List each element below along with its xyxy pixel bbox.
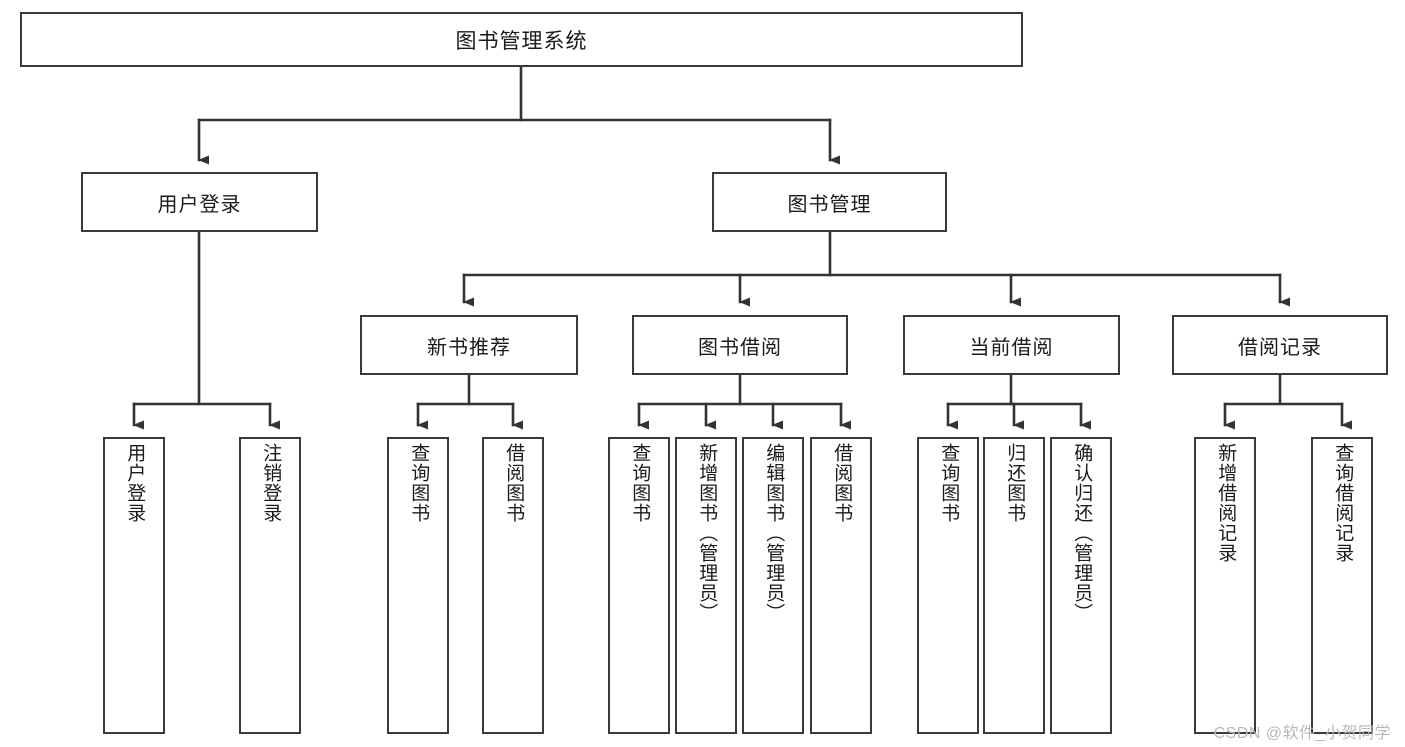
node-label: 新书推荐 (427, 336, 511, 359)
node-label: 图书管理系统 (455, 29, 588, 53)
node-label: 注销登录 (260, 443, 282, 523)
node-leaf-query-book-recommend[interactable]: 查询图书 (387, 437, 449, 734)
node-leaf-logout-login[interactable]: 注销登录 (239, 437, 301, 734)
node-label: 当前借阅 (969, 336, 1054, 359)
node-leaf-edit-book[interactable]: 编辑图书（管理员） (742, 437, 804, 734)
node-label: 图书管理 (787, 193, 872, 216)
node-label: 确认归还（管理员） (1071, 443, 1093, 623)
node-label: 借阅图书 (503, 443, 525, 523)
node-leaf-user-login[interactable]: 用户登录 (103, 437, 165, 734)
watermark-text: CSDN @软件_小贺同学 (1213, 725, 1391, 742)
node-label: 查询图书 (938, 443, 960, 523)
node-book-borrow[interactable]: 图书借阅 (632, 315, 848, 375)
node-label: 查询图书 (408, 443, 430, 523)
node-label: 用户登录 (157, 193, 242, 216)
node-leaf-return-book[interactable]: 归还图书 (983, 437, 1045, 734)
node-label: 查询图书 (629, 443, 651, 523)
node-label: 新增借阅记录 (1215, 443, 1237, 563)
node-borrow-record[interactable]: 借阅记录 (1172, 315, 1388, 375)
node-label: 新增图书（管理员） (696, 443, 718, 623)
node-label: 借阅图书 (831, 443, 853, 523)
node-book-management[interactable]: 图书管理 (712, 172, 947, 232)
node-current-borrow[interactable]: 当前借阅 (903, 315, 1120, 375)
node-leaf-query-book-current[interactable]: 查询图书 (917, 437, 979, 734)
node-label: 编辑图书（管理员） (763, 443, 785, 623)
node-leaf-borrow-book-recommend[interactable]: 借阅图书 (482, 437, 544, 734)
node-label: 归还图书 (1004, 443, 1026, 523)
node-label: 用户登录 (124, 443, 146, 523)
node-label: 图书借阅 (698, 336, 782, 359)
node-leaf-add-borrow-record[interactable]: 新增借阅记录 (1194, 437, 1256, 734)
node-label: 查询借阅记录 (1332, 443, 1354, 563)
node-leaf-query-book-borrow[interactable]: 查询图书 (608, 437, 670, 734)
node-leaf-add-book[interactable]: 新增图书（管理员） (675, 437, 737, 734)
node-leaf-borrow-book[interactable]: 借阅图书 (810, 437, 872, 734)
node-leaf-confirm-return[interactable]: 确认归还（管理员） (1050, 437, 1112, 734)
node-root-book-management-system[interactable]: 图书管理系统 (20, 12, 1023, 67)
node-user-login[interactable]: 用户登录 (81, 172, 318, 232)
node-new-book-recommend[interactable]: 新书推荐 (360, 315, 578, 375)
node-label: 借阅记录 (1238, 336, 1322, 359)
node-leaf-query-borrow-record[interactable]: 查询借阅记录 (1311, 437, 1373, 734)
